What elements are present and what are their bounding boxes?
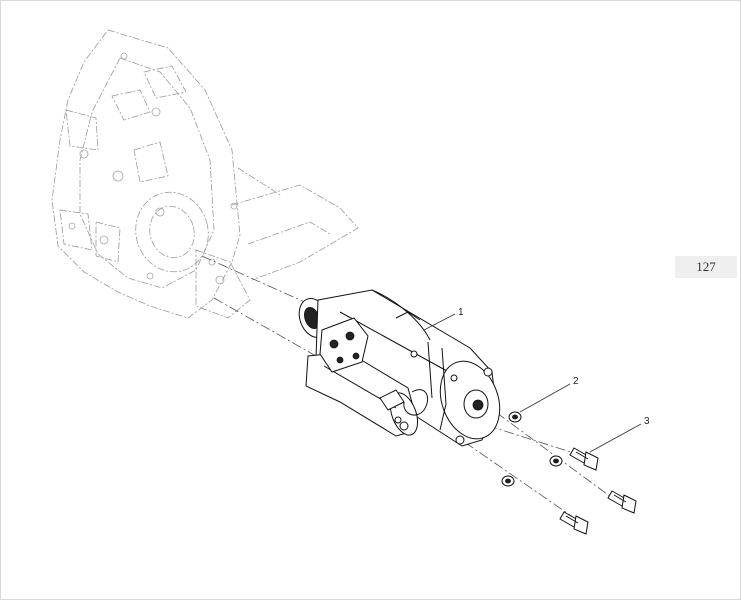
callout-label-starter-motor: 1 bbox=[458, 307, 464, 318]
callout-label-bolt: 3 bbox=[644, 416, 650, 427]
bolt-middle bbox=[607, 490, 637, 514]
callout-labels: 1 2 3 bbox=[458, 307, 650, 427]
flywheel-housing-phantom bbox=[51, 29, 359, 319]
callout-label-washer: 2 bbox=[573, 376, 579, 387]
bolt-lower bbox=[559, 511, 589, 535]
washer-drawings bbox=[501, 411, 563, 487]
bolt-upper bbox=[569, 447, 599, 471]
washer-upper bbox=[508, 411, 522, 423]
washer-lower bbox=[501, 475, 515, 487]
callout-leaders bbox=[423, 313, 642, 453]
page-number-badge: 127 bbox=[675, 256, 737, 278]
washer-middle bbox=[549, 455, 563, 467]
starter-motor-drawing bbox=[298, 289, 501, 447]
bolt-drawings bbox=[559, 447, 637, 535]
